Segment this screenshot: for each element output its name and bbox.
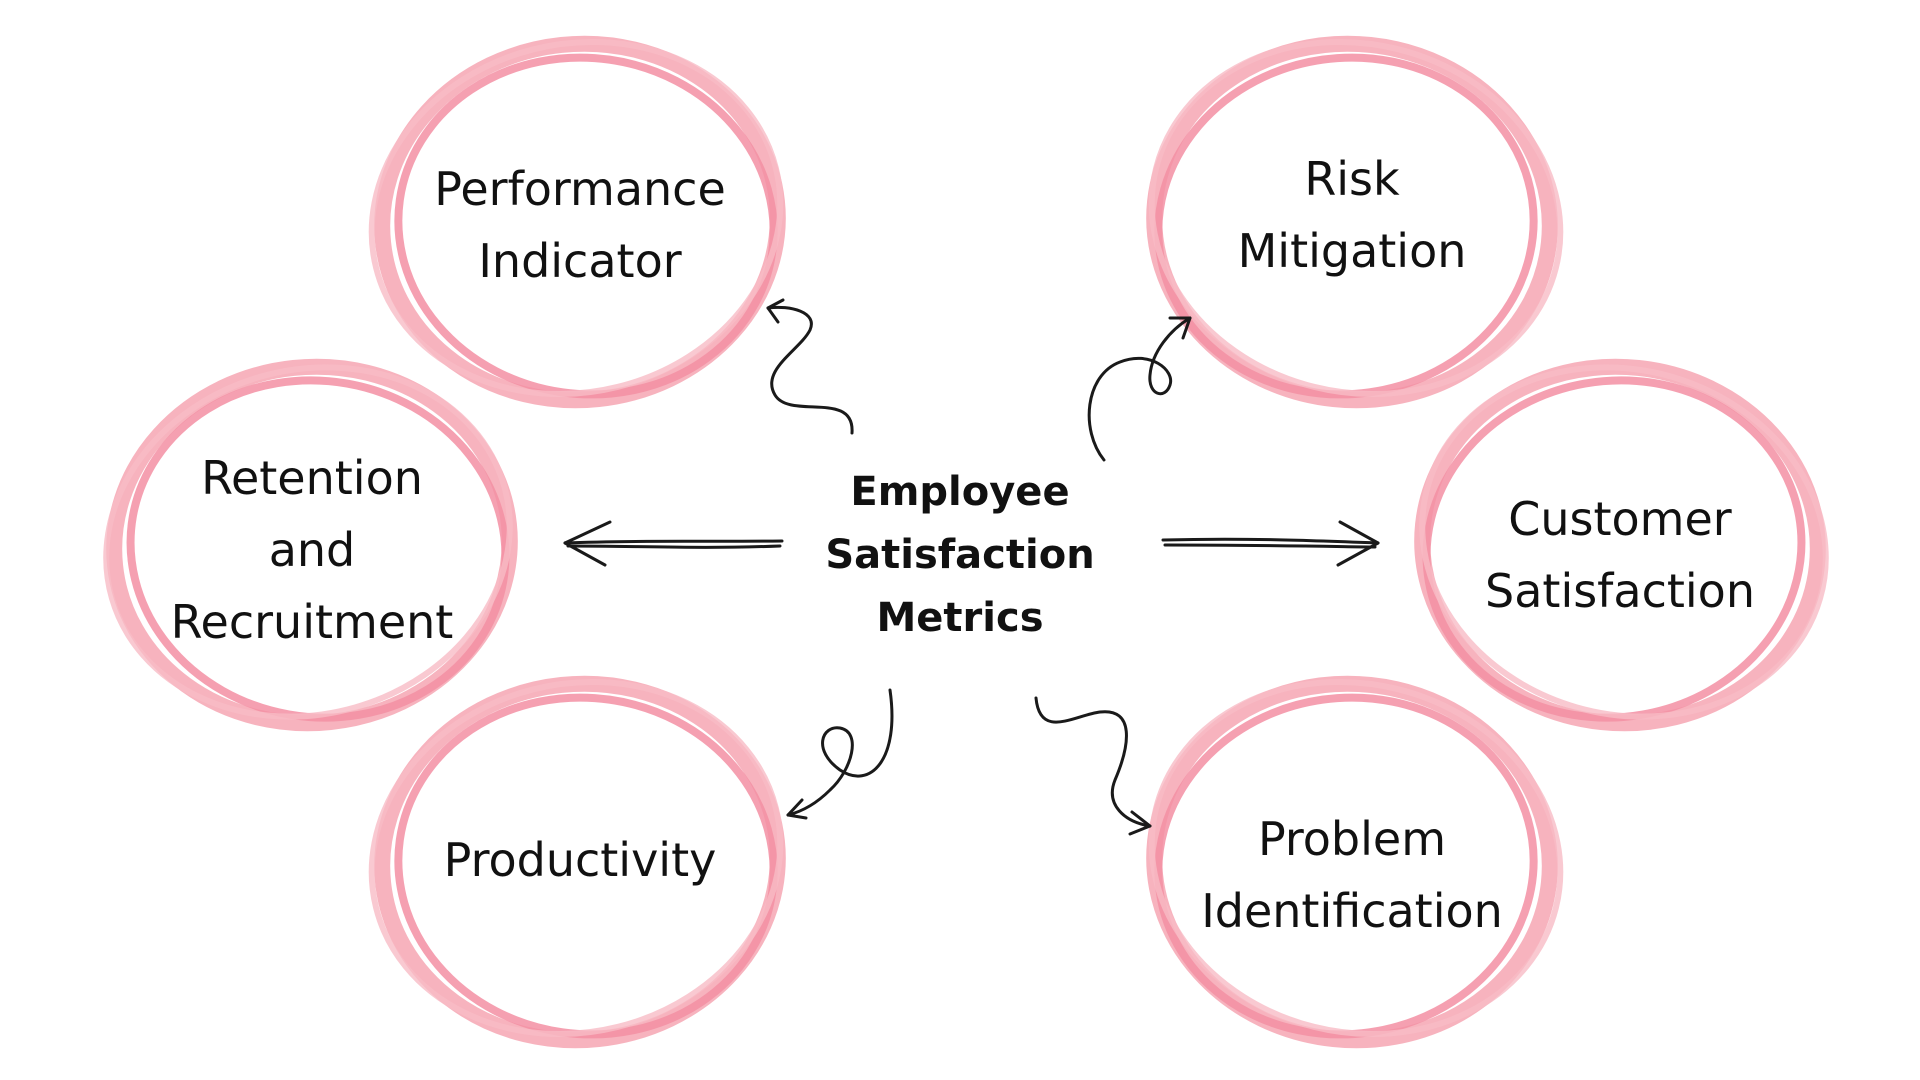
node-label-line: Retention xyxy=(201,451,423,505)
arrow-to-risk-mitigation xyxy=(1087,316,1192,462)
node-retention-and-recruitment: Retention and Recruitment xyxy=(147,430,477,670)
node-label-line: Risk xyxy=(1304,152,1400,206)
node-label-line: Indicator xyxy=(478,234,682,288)
central-concept-line-3: Metrics xyxy=(876,594,1044,641)
node-label-line: Recruitment xyxy=(170,595,454,649)
node-label-line: Customer xyxy=(1508,492,1732,546)
node-label-line: Performance xyxy=(434,162,726,216)
risk-mitigation-ring xyxy=(1146,35,1564,409)
central-concept-line-2: Satisfaction xyxy=(825,531,1095,578)
arrow-to-productivity xyxy=(786,688,894,820)
central-concept: Employee Satisfaction Metrics xyxy=(780,455,1140,655)
retention-and-recruitment-ring xyxy=(103,358,518,732)
problem-identification-ring xyxy=(1146,675,1564,1049)
central-concept-line-1: Employee xyxy=(850,468,1070,515)
node-label-line: Productivity xyxy=(443,833,717,887)
arrow-to-performance-indicator xyxy=(766,298,854,435)
node-label-line: and xyxy=(268,523,356,577)
node-label-line: Satisfaction xyxy=(1485,564,1755,618)
node-risk-mitigation: Risk Mitigation xyxy=(1187,110,1517,320)
arrow-to-problem-identification xyxy=(1034,696,1152,836)
performance-indicator-ring xyxy=(368,35,786,409)
node-label-line: Mitigation xyxy=(1237,224,1467,278)
node-customer-satisfaction: Customer Satisfaction xyxy=(1455,450,1785,660)
node-performance-indicator: Performance Indicator xyxy=(415,120,745,330)
node-problem-identification: Problem Identification xyxy=(1170,770,1534,980)
node-label-line: Identification xyxy=(1201,884,1503,938)
productivity-ring xyxy=(368,675,786,1049)
customer-satisfaction-ring xyxy=(1414,358,1829,732)
node-label-line: Problem xyxy=(1257,812,1447,866)
arrow-to-retention-and-recruitment xyxy=(563,520,784,567)
node-productivity: Productivity xyxy=(415,800,745,920)
arrow-to-customer-satisfaction xyxy=(1161,520,1380,567)
